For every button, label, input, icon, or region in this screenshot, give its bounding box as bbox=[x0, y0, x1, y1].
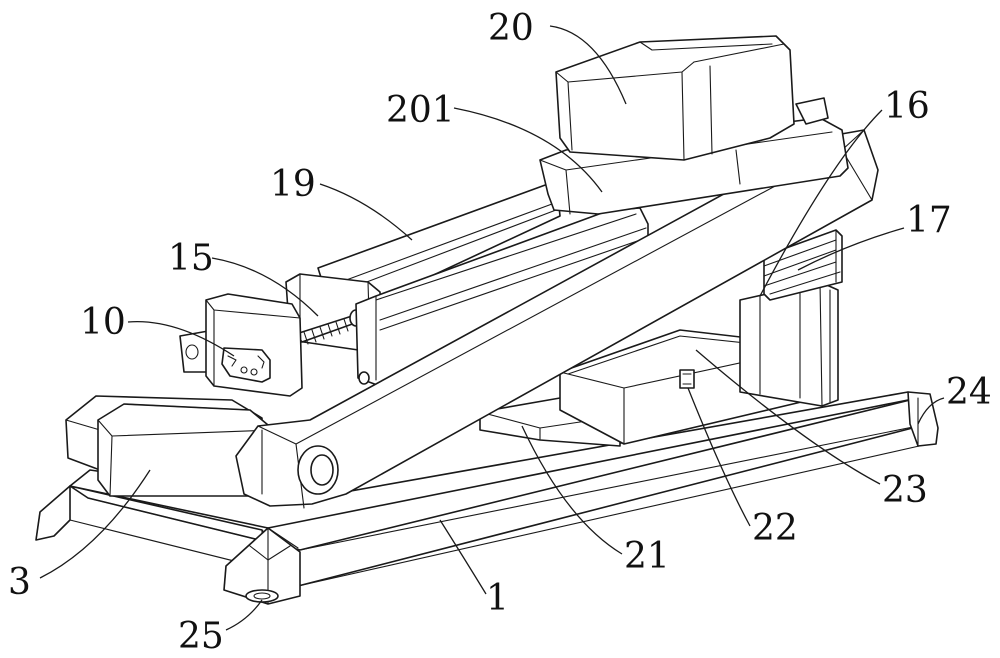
leader-22 bbox=[687, 387, 751, 527]
label-10: 10 bbox=[80, 302, 126, 343]
label-24: 24 bbox=[946, 372, 992, 413]
conveyor-beam bbox=[355, 207, 649, 387]
leader-16 bbox=[759, 109, 883, 297]
label-19: 19 bbox=[270, 164, 316, 205]
foot-left bbox=[35, 485, 71, 541]
label-21: 21 bbox=[624, 536, 670, 577]
foot-right bbox=[907, 391, 939, 447]
leader-23 bbox=[695, 349, 881, 485]
support-column bbox=[739, 281, 839, 407]
leader-17 bbox=[797, 227, 905, 271]
leader-lines bbox=[39, 25, 945, 631]
leader-201 bbox=[453, 107, 603, 193]
label-23: 23 bbox=[882, 470, 928, 511]
reference-labels: 20 201 16 17 19 15 10 24 23 22 21 1 3 25 bbox=[8, 8, 992, 657]
label-16: 16 bbox=[884, 86, 930, 127]
leader-24 bbox=[917, 397, 945, 425]
label-15: 15 bbox=[168, 238, 214, 279]
label-3: 3 bbox=[8, 562, 31, 603]
label-25: 25 bbox=[178, 616, 224, 657]
label-1: 1 bbox=[486, 578, 509, 619]
spring-bellows bbox=[763, 229, 843, 301]
label-22: 22 bbox=[752, 508, 798, 549]
leader-1 bbox=[439, 519, 487, 595]
hopper-20 bbox=[555, 35, 795, 161]
leader-20 bbox=[549, 25, 627, 105]
leader-10 bbox=[127, 320, 235, 357]
leader-3 bbox=[39, 469, 151, 579]
leader-19 bbox=[319, 183, 413, 241]
hopper-bracket bbox=[795, 97, 829, 125]
label-17: 17 bbox=[906, 200, 952, 241]
label-20: 20 bbox=[488, 8, 534, 49]
leader-15 bbox=[211, 257, 319, 317]
leader-25 bbox=[225, 599, 263, 631]
foot-front bbox=[223, 527, 301, 605]
side-arm bbox=[235, 129, 879, 509]
label-201: 201 bbox=[386, 90, 455, 131]
leader-21 bbox=[521, 425, 623, 555]
clamp-plate bbox=[179, 293, 303, 397]
